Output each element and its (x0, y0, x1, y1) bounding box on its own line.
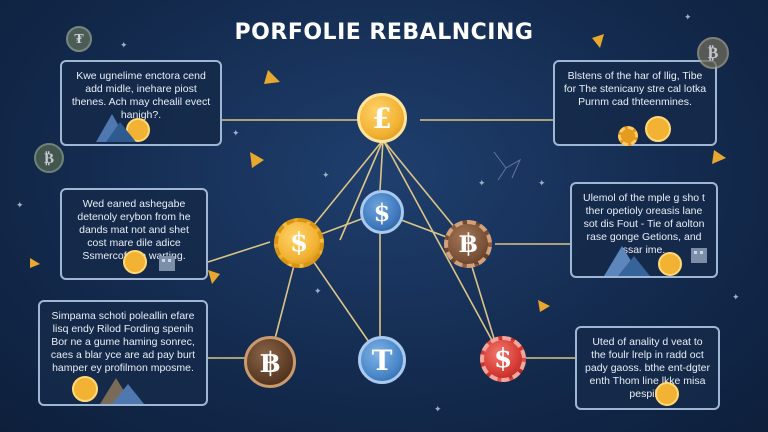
gold-coin-icon (655, 382, 679, 406)
gold-coin-icon (123, 250, 147, 274)
gold-coin-icon (126, 118, 150, 142)
panel-text: Ulemol of the mple g sho t ther opetioly… (583, 192, 705, 256)
bitcoin-coin-dark-icon: ฿ (244, 336, 296, 388)
coin-symbol: T (371, 343, 393, 377)
sparkle-icon: ✦ (732, 292, 740, 302)
building-illustration-icon (691, 248, 707, 263)
panel-text: Blstens of the har of llig, Tibe for The… (563, 70, 707, 108)
sparkle-icon: ✦ (538, 178, 546, 188)
bitcoin-coin-brown-icon: ฿ (444, 220, 492, 268)
coin-symbol: $ (289, 228, 309, 258)
panel-text: Wed eaned ashegabe detenoly erybon from … (77, 198, 191, 262)
mountain-illustration-icon (96, 114, 136, 142)
tether-deco-icon: ₮ (66, 26, 92, 52)
building-illustration-icon (159, 256, 175, 271)
sparkle-icon: ✦ (684, 12, 692, 22)
sparkle-icon: ✦ (16, 200, 24, 210)
panel-text: Kwe ugnelime enctora cend add midle, ine… (71, 70, 211, 121)
coin-symbol: ₿ (43, 148, 54, 167)
info-panel-top-right: Blstens of the har of llig, Tibe for The… (553, 60, 717, 146)
dollar-gear-coin-icon: $ (274, 218, 324, 268)
pound-coin-icon: £ (357, 93, 407, 143)
gold-coin-icon (645, 116, 671, 142)
coin-symbol: ฿ (260, 345, 280, 379)
panel-text: Uted of anality d veat to the foulr lrel… (585, 336, 710, 400)
mountain-illustration-icon (604, 246, 650, 276)
gold-coin-icon (72, 376, 98, 402)
info-panel-bottom-right: Uted of anality d veat to the foulr lrel… (575, 326, 720, 410)
coin-symbol: ₿ (707, 43, 719, 62)
coin-symbol: $ (493, 344, 513, 374)
sparkle-icon: ✦ (314, 286, 322, 296)
dollar-coin-red-icon: $ (480, 336, 526, 382)
dollar-coin-blue-icon: $ (360, 190, 404, 234)
sparkle-icon: ✦ (120, 40, 128, 50)
sparkle-icon: ✦ (232, 128, 240, 138)
coin-symbol: $ (373, 197, 391, 227)
info-panel-mid-right: Ulemol of the mple g sho t ther opetioly… (570, 182, 718, 278)
info-panel-bottom-left: Simpama schoti poleallin efare lisq endy… (38, 300, 208, 406)
bitcoin-deco-icon: ₿ (697, 37, 729, 69)
tether-coin-icon: T (358, 336, 406, 384)
gear-icon (618, 126, 638, 146)
mountain-illustration-icon (100, 378, 144, 404)
panel-text: Simpama schoti poleallin efare lisq endy… (50, 310, 196, 374)
coin-symbol: ₮ (74, 30, 84, 47)
page-title: PORFOLIE REBALNCING (234, 20, 534, 45)
sparkle-icon: ✦ (478, 178, 486, 188)
bitcoin-deco-icon: ₿ (34, 143, 64, 173)
coin-symbol: £ (372, 101, 392, 135)
sparkle-icon: ✦ (434, 404, 442, 414)
coin-symbol: ฿ (458, 229, 478, 259)
sparkle-icon: ✦ (322, 170, 330, 180)
gold-coin-icon (658, 252, 682, 276)
